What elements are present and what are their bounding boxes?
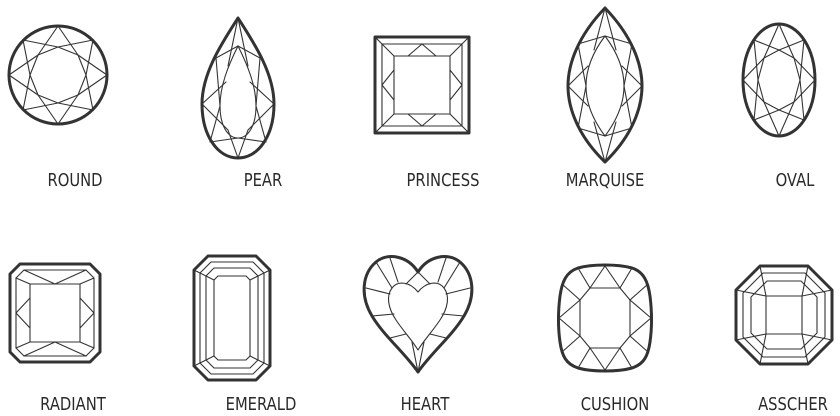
asscher-cut-icon [708,238,840,388]
shape-label-round: ROUND [5,170,144,191]
shape-round: ROUND [0,0,150,190]
heart-cut-icon [350,238,490,388]
shape-label-princess: PRINCESS [373,170,512,191]
shape-pear: PEAR [188,0,338,190]
emerald-cut-icon [176,238,296,388]
round-cut-icon [0,0,120,130]
shape-label-emerald: EMERALD [191,394,330,415]
shape-label-radiant: RADIANT [3,394,142,415]
pear-cut-icon [188,0,308,170]
princess-cut-icon [348,0,488,170]
shape-label-marquise: MARQUISE [535,170,674,191]
shape-heart: HEART [350,238,500,416]
shape-oval: OVAL [712,0,840,190]
shape-label-oval: OVAL [725,170,840,191]
shape-label-asscher: ASSCHER [723,394,840,415]
shape-label-heart: HEART [355,394,494,415]
shape-label-pear: PEAR [193,170,332,191]
cushion-cut-icon [528,238,668,388]
shape-princess: PRINCESS [348,0,498,190]
radiant-cut-icon [0,238,120,378]
shape-marquise: MARQUISE [530,0,680,190]
shape-label-cushion: CUSHION [545,394,684,415]
shape-cushion: CUSHION [528,238,678,416]
marquise-cut-icon [530,0,670,170]
shape-radiant: RADIANT [0,238,150,416]
shape-emerald: EMERALD [176,238,326,416]
oval-cut-icon [712,0,832,160]
shape-asscher: ASSCHER [708,238,840,416]
